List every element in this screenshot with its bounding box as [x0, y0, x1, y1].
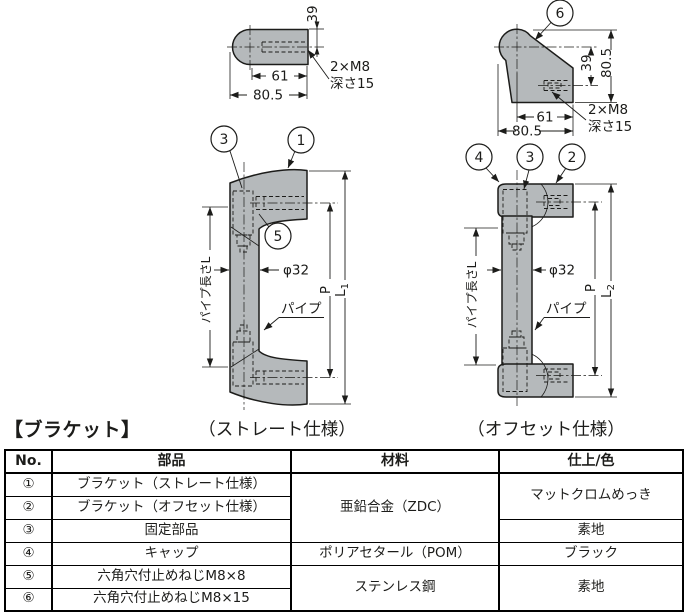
offset-dia-label: φ32: [549, 263, 575, 279]
callout-1-number: 1: [297, 133, 306, 149]
row-no: ④: [4, 541, 53, 566]
col-header-material: 材料: [290, 449, 500, 474]
offset-dim-80-5-v: 80.5: [599, 48, 615, 78]
straight-handle-view: 3 1 5 パイプ長さL φ32 パイプ P L1 （ストレート仕様）: [198, 125, 356, 440]
row-no: ③: [4, 518, 53, 543]
callout-3b-number: 3: [526, 150, 535, 166]
offset-caption: （オフセット仕様）: [467, 420, 625, 440]
straight-end-detail: 61 80.5 39 2×M8 深さ15: [227, 5, 374, 104]
technical-drawing: 61 80.5 39 2×M8 深さ15 6: [198, 0, 632, 440]
offset-dim-61: 61: [536, 110, 553, 126]
material-stainless: ステンレス鋼: [290, 564, 500, 612]
table-row: ① ブラケット（ストレート仕様） 亜鉛合金（ZDC） マットクロムめっき: [4, 472, 684, 543]
material-pom: ポリアセタール（POM）: [290, 541, 500, 566]
offset-pipe-shape: [501, 215, 533, 366]
parts-table: No. 部品 材料 仕上/色 ① ブラケット（ストレート仕様） 亜鉛合金（ZDC…: [4, 449, 684, 612]
callout-2: [558, 143, 586, 171]
row-no: ⑥: [4, 587, 53, 612]
offset-end-shape: [498, 28, 574, 104]
row-part: ブラケット（オフセット仕様）: [51, 495, 292, 520]
row-part: 固定部品: [51, 518, 292, 543]
dim-61: 61: [271, 69, 288, 85]
finish-plain-2: 素地: [498, 564, 684, 612]
callout-2-number: 2: [568, 150, 577, 166]
offset-end-detail: 6 39 80.5 61 80.5 2×M8 深さ15: [494, 0, 632, 140]
offset-top-bracket-shape: [497, 183, 574, 218]
table-row: ⑤ 六角穴付止めねじM8×8 ステンレス鋼 素地: [4, 564, 684, 612]
col-header-finish: 仕上/色: [498, 449, 684, 474]
dim-80-5: 80.5: [253, 88, 283, 104]
table-row: ② ブラケット（オフセット仕様）: [4, 495, 683, 520]
callout-6-number: 6: [556, 6, 565, 22]
callout-3: [210, 125, 238, 153]
callout-4: [465, 143, 493, 171]
straight-caption: （ストレート仕様）: [198, 420, 356, 440]
offset-pipe-length-label: パイプ長さL: [465, 261, 479, 328]
material-zinc-alloy: 亜鉛合金（ZDC）: [290, 472, 500, 543]
offset-thread-depth-label: 深さ15: [588, 119, 632, 135]
p-dim-label: P: [318, 286, 334, 294]
offset-dim-80-5-h: 80.5: [512, 124, 542, 140]
offset-handle-view: 4 3 2 パイプ長さL φ32 パイプ P L2 （オフセット仕様）: [464, 143, 625, 440]
offset-p-dim-label: P: [583, 284, 599, 292]
offset-pipe-label: パイプ: [546, 301, 587, 317]
dia-label: φ32: [283, 263, 309, 279]
row-part: ブラケット（ストレート仕様）: [51, 472, 292, 497]
thread-depth-label: 深さ15: [330, 76, 374, 92]
row-no: ⑤: [4, 564, 53, 589]
callout-6: [546, 0, 574, 27]
pipe-label: パイプ: [281, 301, 322, 317]
callout-3b: [516, 143, 544, 171]
callout-3-number: 3: [220, 132, 229, 148]
offset-dim-39: 39: [579, 54, 595, 71]
row-part: 六角穴付止めねじM8×15: [51, 587, 292, 612]
row-no: ②: [4, 495, 53, 520]
callout-4-number: 4: [475, 150, 484, 166]
finish-matte-chrome: マットクロムめっき: [498, 472, 684, 520]
l1-dim-label: L1: [333, 283, 351, 297]
finish-black: ブラック: [498, 541, 684, 566]
straight-handle-shape: [229, 168, 308, 406]
offset-thread-label: 2×M8: [588, 102, 628, 118]
table-row: ④ キャップ ポリアセタール（POM） ブラック: [4, 541, 684, 566]
dim-39: 39: [305, 5, 321, 22]
section-title: 【ブラケット】: [4, 419, 141, 441]
pipe-length-label: パイプ長さL: [199, 256, 213, 323]
thread-label: 2×M8: [330, 59, 370, 75]
table-header-row: No. 部品 材料 仕上/色: [4, 449, 684, 474]
finish-plain-1: 素地: [498, 518, 684, 543]
callout-1: [287, 126, 315, 154]
row-part: キャップ: [51, 541, 292, 566]
row-part: 六角穴付止めねじM8×8: [51, 564, 292, 589]
callout-5: [264, 222, 292, 250]
table-row: ⑥ 六角穴付止めねじM8×15: [4, 587, 683, 612]
col-header-no: No.: [4, 449, 53, 474]
l2-dim-label: L2: [599, 284, 617, 298]
offset-bottom-bracket-shape: [497, 363, 574, 398]
row-no: ①: [4, 472, 53, 497]
col-header-part: 部品: [51, 449, 292, 474]
callout-5-number: 5: [274, 229, 283, 245]
